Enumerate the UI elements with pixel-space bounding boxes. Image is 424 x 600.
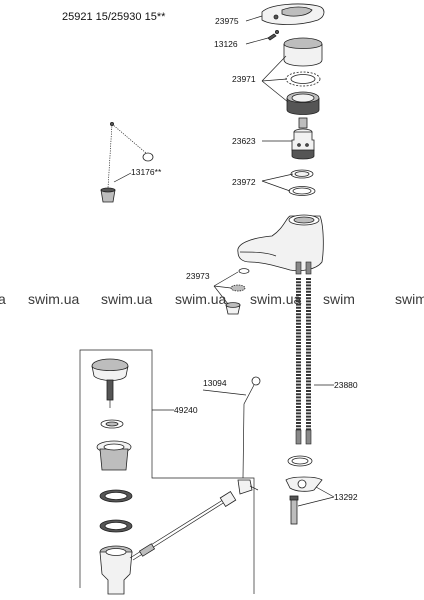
watermark-5: swim (323, 291, 355, 307)
watermark-1: swim.ua (28, 291, 80, 307)
label-23975: 23975 (215, 16, 239, 26)
stopper-plug-part (100, 187, 116, 203)
label-23973: 23973 (186, 271, 210, 281)
mounting-stud (289, 495, 299, 525)
sleeve-part (283, 37, 323, 67)
waste-gasket-2 (99, 519, 133, 533)
lift-rod-part (237, 376, 261, 495)
watermark-3: swim.ua (175, 291, 227, 307)
waste-gasket-1 (99, 489, 133, 503)
label-13176: 13176** (131, 167, 162, 177)
pop-up-stopper (91, 358, 129, 408)
label-49240: 49240 (174, 405, 198, 415)
model-title: 25921 15/25930 15** (62, 11, 166, 23)
label-13126: 13126 (214, 39, 238, 49)
seal-ring-2 (288, 186, 316, 196)
nut-ring-part (286, 91, 320, 115)
screw-part (267, 29, 279, 41)
seal-ring-1 (290, 169, 314, 179)
cartridge-part (291, 117, 315, 160)
chain-part (107, 122, 154, 189)
mounting-washer (287, 455, 313, 467)
label-13094: 13094 (203, 378, 227, 388)
watermark-2: swim.ua (101, 291, 153, 307)
stopper-seal (100, 419, 124, 429)
watermark-0: a (0, 291, 6, 307)
aerator-ring (238, 268, 250, 274)
tap-body-part (237, 214, 324, 272)
waste-flange (96, 440, 132, 471)
rod-nut (219, 491, 237, 507)
label-23972: 23972 (232, 177, 256, 187)
waste-set-frame (79, 349, 255, 594)
label-23623: 23623 (232, 136, 256, 146)
flexible-hose-left (295, 261, 302, 445)
toothed-ring-part (285, 71, 321, 87)
waste-nut-body (99, 545, 133, 595)
mounting-plate (285, 476, 323, 492)
watermark-4: swim.ua (250, 291, 302, 307)
watermark-6: swim (395, 291, 424, 307)
flexible-hose-right (305, 261, 312, 445)
label-23880: 23880 (334, 380, 358, 390)
label-13292: 13292 (334, 492, 358, 502)
aerator-insert (225, 302, 241, 315)
aerator-mesh (230, 284, 246, 292)
horizontal-pull-rod (129, 497, 229, 561)
label-23971: 23971 (232, 74, 256, 84)
handle-cap-part (261, 3, 325, 25)
